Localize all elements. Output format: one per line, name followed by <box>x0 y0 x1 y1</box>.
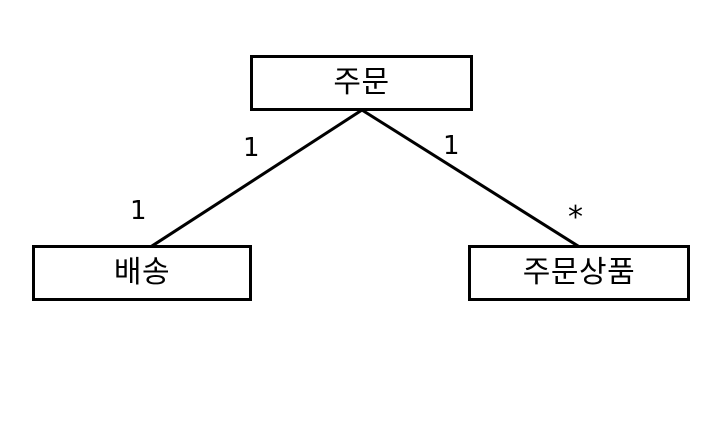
association-line-order-orderitem <box>359 107 581 249</box>
entity-label-order-item: 주문상품 <box>522 255 636 290</box>
multiplicity-label-order-item-to-order: * <box>568 200 583 235</box>
entity-label-delivery: 배송 <box>113 255 171 290</box>
multiplicity-label-delivery-to-order: 1 <box>130 196 147 226</box>
multiplicity-label-order-to-order-item: 1 <box>443 131 460 161</box>
entity-box-order-item[interactable]: 주문상품 <box>468 245 690 301</box>
association-line-order-delivery <box>149 107 365 249</box>
entity-box-delivery[interactable]: 배송 <box>32 245 252 301</box>
multiplicity-label-order-to-delivery: 1 <box>243 133 260 163</box>
entity-label-order: 주문 <box>333 65 390 100</box>
entity-box-order[interactable]: 주문 <box>250 55 473 111</box>
